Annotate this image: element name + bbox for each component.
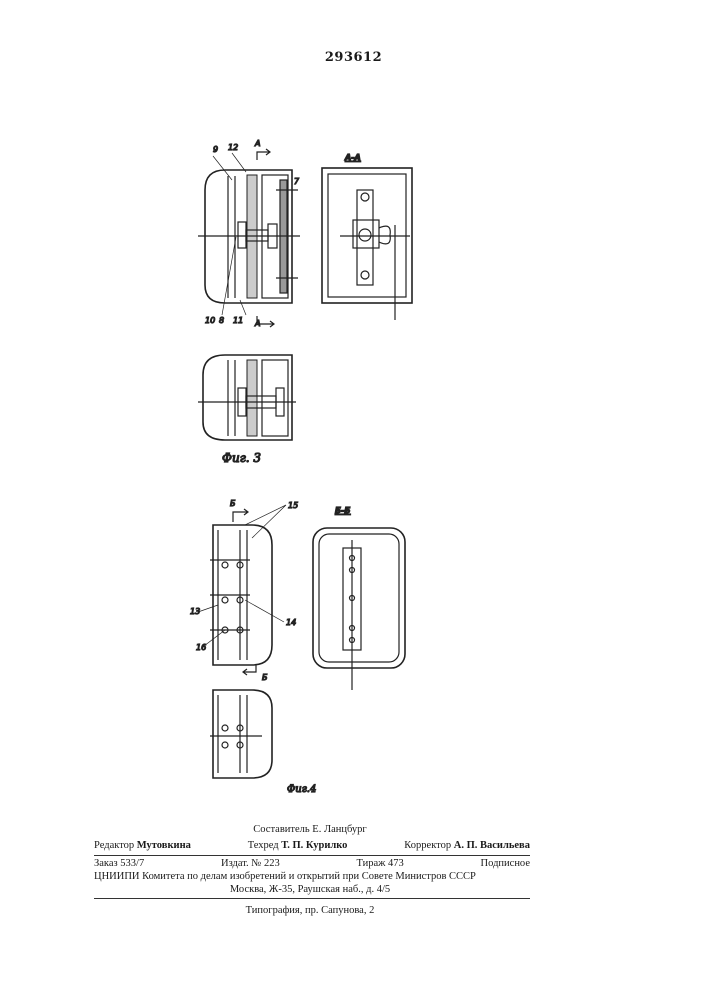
editor-label: Редактор	[94, 840, 134, 851]
divider	[94, 855, 530, 856]
address: Москва, Ж-35, Раушская наб., д. 4/5	[0, 884, 620, 895]
order-row: Заказ 533/7 Издат. № 223 Тираж 473 Подпи…	[94, 858, 530, 869]
label-9: 9	[213, 145, 218, 154]
section-mark-a-top: А	[254, 139, 260, 148]
label-7: 7	[294, 177, 300, 186]
label-16: 16	[196, 643, 206, 652]
subscription: Подписное	[481, 858, 530, 869]
section-b-b-view	[313, 528, 405, 690]
label-15: 15	[288, 501, 298, 510]
publ: Издат. № 223	[221, 858, 280, 869]
techred-label: Техред	[248, 840, 279, 851]
fig4-second-view	[210, 690, 272, 778]
label-12: 12	[228, 143, 238, 152]
order: Заказ 533/7	[94, 858, 144, 869]
label-11: 11	[233, 316, 243, 325]
label-8: 8	[219, 316, 224, 325]
section-title-a-a: А-А	[344, 153, 361, 162]
fig4-caption: Фиг.4	[287, 784, 316, 795]
fig3-caption: Фиг. 3	[222, 451, 261, 465]
section-a-a-view	[322, 168, 412, 320]
corrector-label: Корректор	[404, 840, 451, 851]
section-mark-b-bottom: Б	[262, 673, 268, 682]
section-mark-b-top: Б	[230, 499, 236, 508]
corrector: А. П. Васильева	[454, 840, 530, 851]
techred: Т. П. Курилко	[281, 840, 347, 851]
compiler: Составитель Е. Ланцбург	[0, 824, 620, 835]
section-title-b-b: Б-Б	[335, 506, 351, 515]
label-10: 10	[205, 316, 215, 325]
fig4-side-view	[210, 525, 272, 665]
label-14: 14	[286, 618, 296, 627]
editor: Мутовкина	[137, 840, 191, 851]
printing: Типография, пр. Сапунова, 2	[0, 905, 620, 916]
fig3-second-view	[198, 355, 296, 440]
circulation: Тираж 473	[356, 858, 403, 869]
divider	[94, 898, 530, 899]
fig3-side-view	[198, 170, 300, 303]
org: ЦНИИПИ Комитета по делам изобретений и о…	[94, 871, 530, 882]
staff-row: Редактор Мутовкина Техред Т. П. Курилко …	[94, 840, 530, 851]
